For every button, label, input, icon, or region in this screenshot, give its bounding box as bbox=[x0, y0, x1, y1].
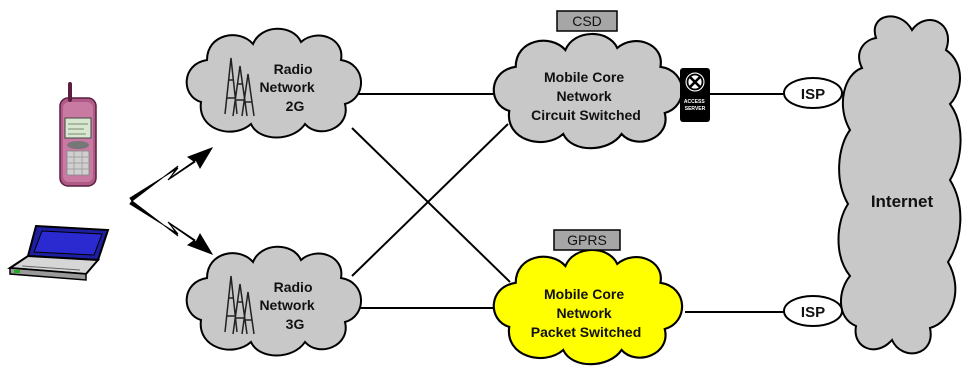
svg-text:Mobile Core Network Pa: Mobile Core Network Packet Switched bbox=[531, 286, 642, 340]
core-ps-label-line1: Mobile Core bbox=[544, 286, 624, 302]
mobile-phone-icon bbox=[59, 82, 97, 187]
core-ps-label-line2: Network bbox=[556, 305, 611, 321]
gprs-tag-label: GPRS bbox=[567, 232, 607, 248]
radio-3g-label-line3: 3G bbox=[286, 316, 305, 332]
radio-network-2g-cloud: Radio Network 2G bbox=[185, 27, 363, 139]
svg-text:Radio Network 3G: Radio Network 3G bbox=[259, 279, 318, 332]
gprs-tag: GPRS bbox=[553, 229, 621, 251]
access-server-icon: ACCESS SERVER bbox=[680, 68, 710, 122]
core-ps-label-line3: Packet Switched bbox=[531, 324, 642, 340]
svg-text:ACCESS SERVER: ACCESS SERVER bbox=[684, 99, 706, 112]
lightning-link-icon bbox=[129, 147, 214, 255]
access-server-label-line1: ACCESS bbox=[684, 99, 706, 105]
core-cs-label-line3: Circuit Switched bbox=[531, 107, 641, 123]
radio-3g-label-line2: Network bbox=[259, 297, 314, 313]
antenna-tower-icon bbox=[224, 275, 255, 335]
svg-text:Radio Network 2G: Radio Network 2G bbox=[259, 61, 318, 114]
isp-top-node: ISP bbox=[783, 77, 843, 109]
isp-bottom-node: ISP bbox=[783, 295, 843, 327]
radio-2g-label-line3: 2G bbox=[286, 98, 305, 114]
access-server-label-line2: SERVER bbox=[685, 106, 706, 112]
link-3g-to-cs bbox=[351, 123, 509, 277]
isp-bottom-label: ISP bbox=[801, 304, 825, 321]
radio-3g-label-line1: Radio bbox=[274, 279, 313, 295]
core-cs-label-line1: Mobile Core bbox=[544, 69, 624, 85]
csd-tag: CSD bbox=[556, 10, 618, 32]
internet-label: Internet bbox=[871, 192, 934, 211]
link-2g-to-ps bbox=[351, 127, 511, 283]
radio-network-3g-cloud: Radio Network 3G bbox=[185, 245, 363, 357]
laptop-icon bbox=[7, 224, 110, 281]
core-cs-label-line2: Network bbox=[556, 88, 611, 104]
internet-cloud: Internet bbox=[837, 15, 962, 355]
antenna-tower-icon bbox=[224, 57, 255, 117]
connection-lines bbox=[350, 93, 858, 313]
radio-2g-label-line1: Radio bbox=[274, 61, 313, 77]
radio-2g-label-line2: Network bbox=[259, 79, 314, 95]
isp-top-label: ISP bbox=[801, 86, 825, 103]
svg-text:Mobile Core Network Ci: Mobile Core Network Circuit Switched bbox=[531, 69, 641, 123]
csd-tag-label: CSD bbox=[572, 13, 602, 29]
